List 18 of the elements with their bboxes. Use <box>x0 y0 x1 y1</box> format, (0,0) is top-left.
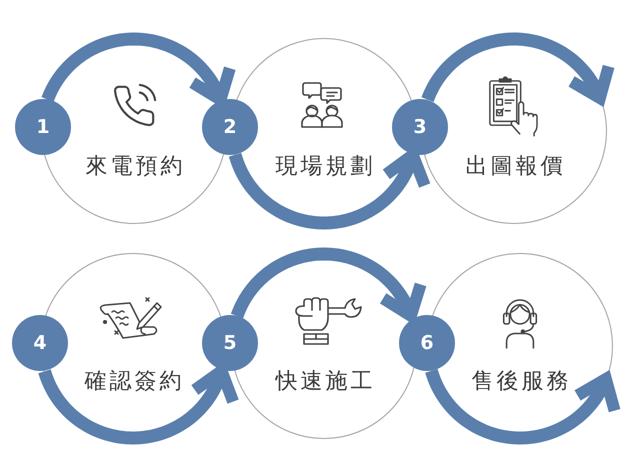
step-label: 確認簽約 <box>84 369 184 395</box>
curved-arrow <box>425 368 621 444</box>
step-label: 快速施工 <box>274 369 376 395</box>
step-number-badge: 5 <box>202 315 258 371</box>
step-label: 出圖報價 <box>464 154 566 180</box>
curved-arrow <box>421 32 615 104</box>
step-label: 來電預約 <box>84 154 186 180</box>
step-number-badge: 3 <box>392 99 448 155</box>
step-label: 現場規劃 <box>274 154 376 180</box>
step-number-badge: 1 <box>15 99 71 155</box>
step-number-badge: 2 <box>202 99 258 155</box>
curved-arrow <box>41 32 236 106</box>
step-number-badge: 4 <box>12 315 68 371</box>
step-number-badge: 6 <box>399 315 455 371</box>
step-label: 售後服務 <box>470 369 572 395</box>
curved-arrow <box>230 248 427 322</box>
curved-arrow <box>228 149 431 230</box>
curved-arrow <box>38 364 240 444</box>
